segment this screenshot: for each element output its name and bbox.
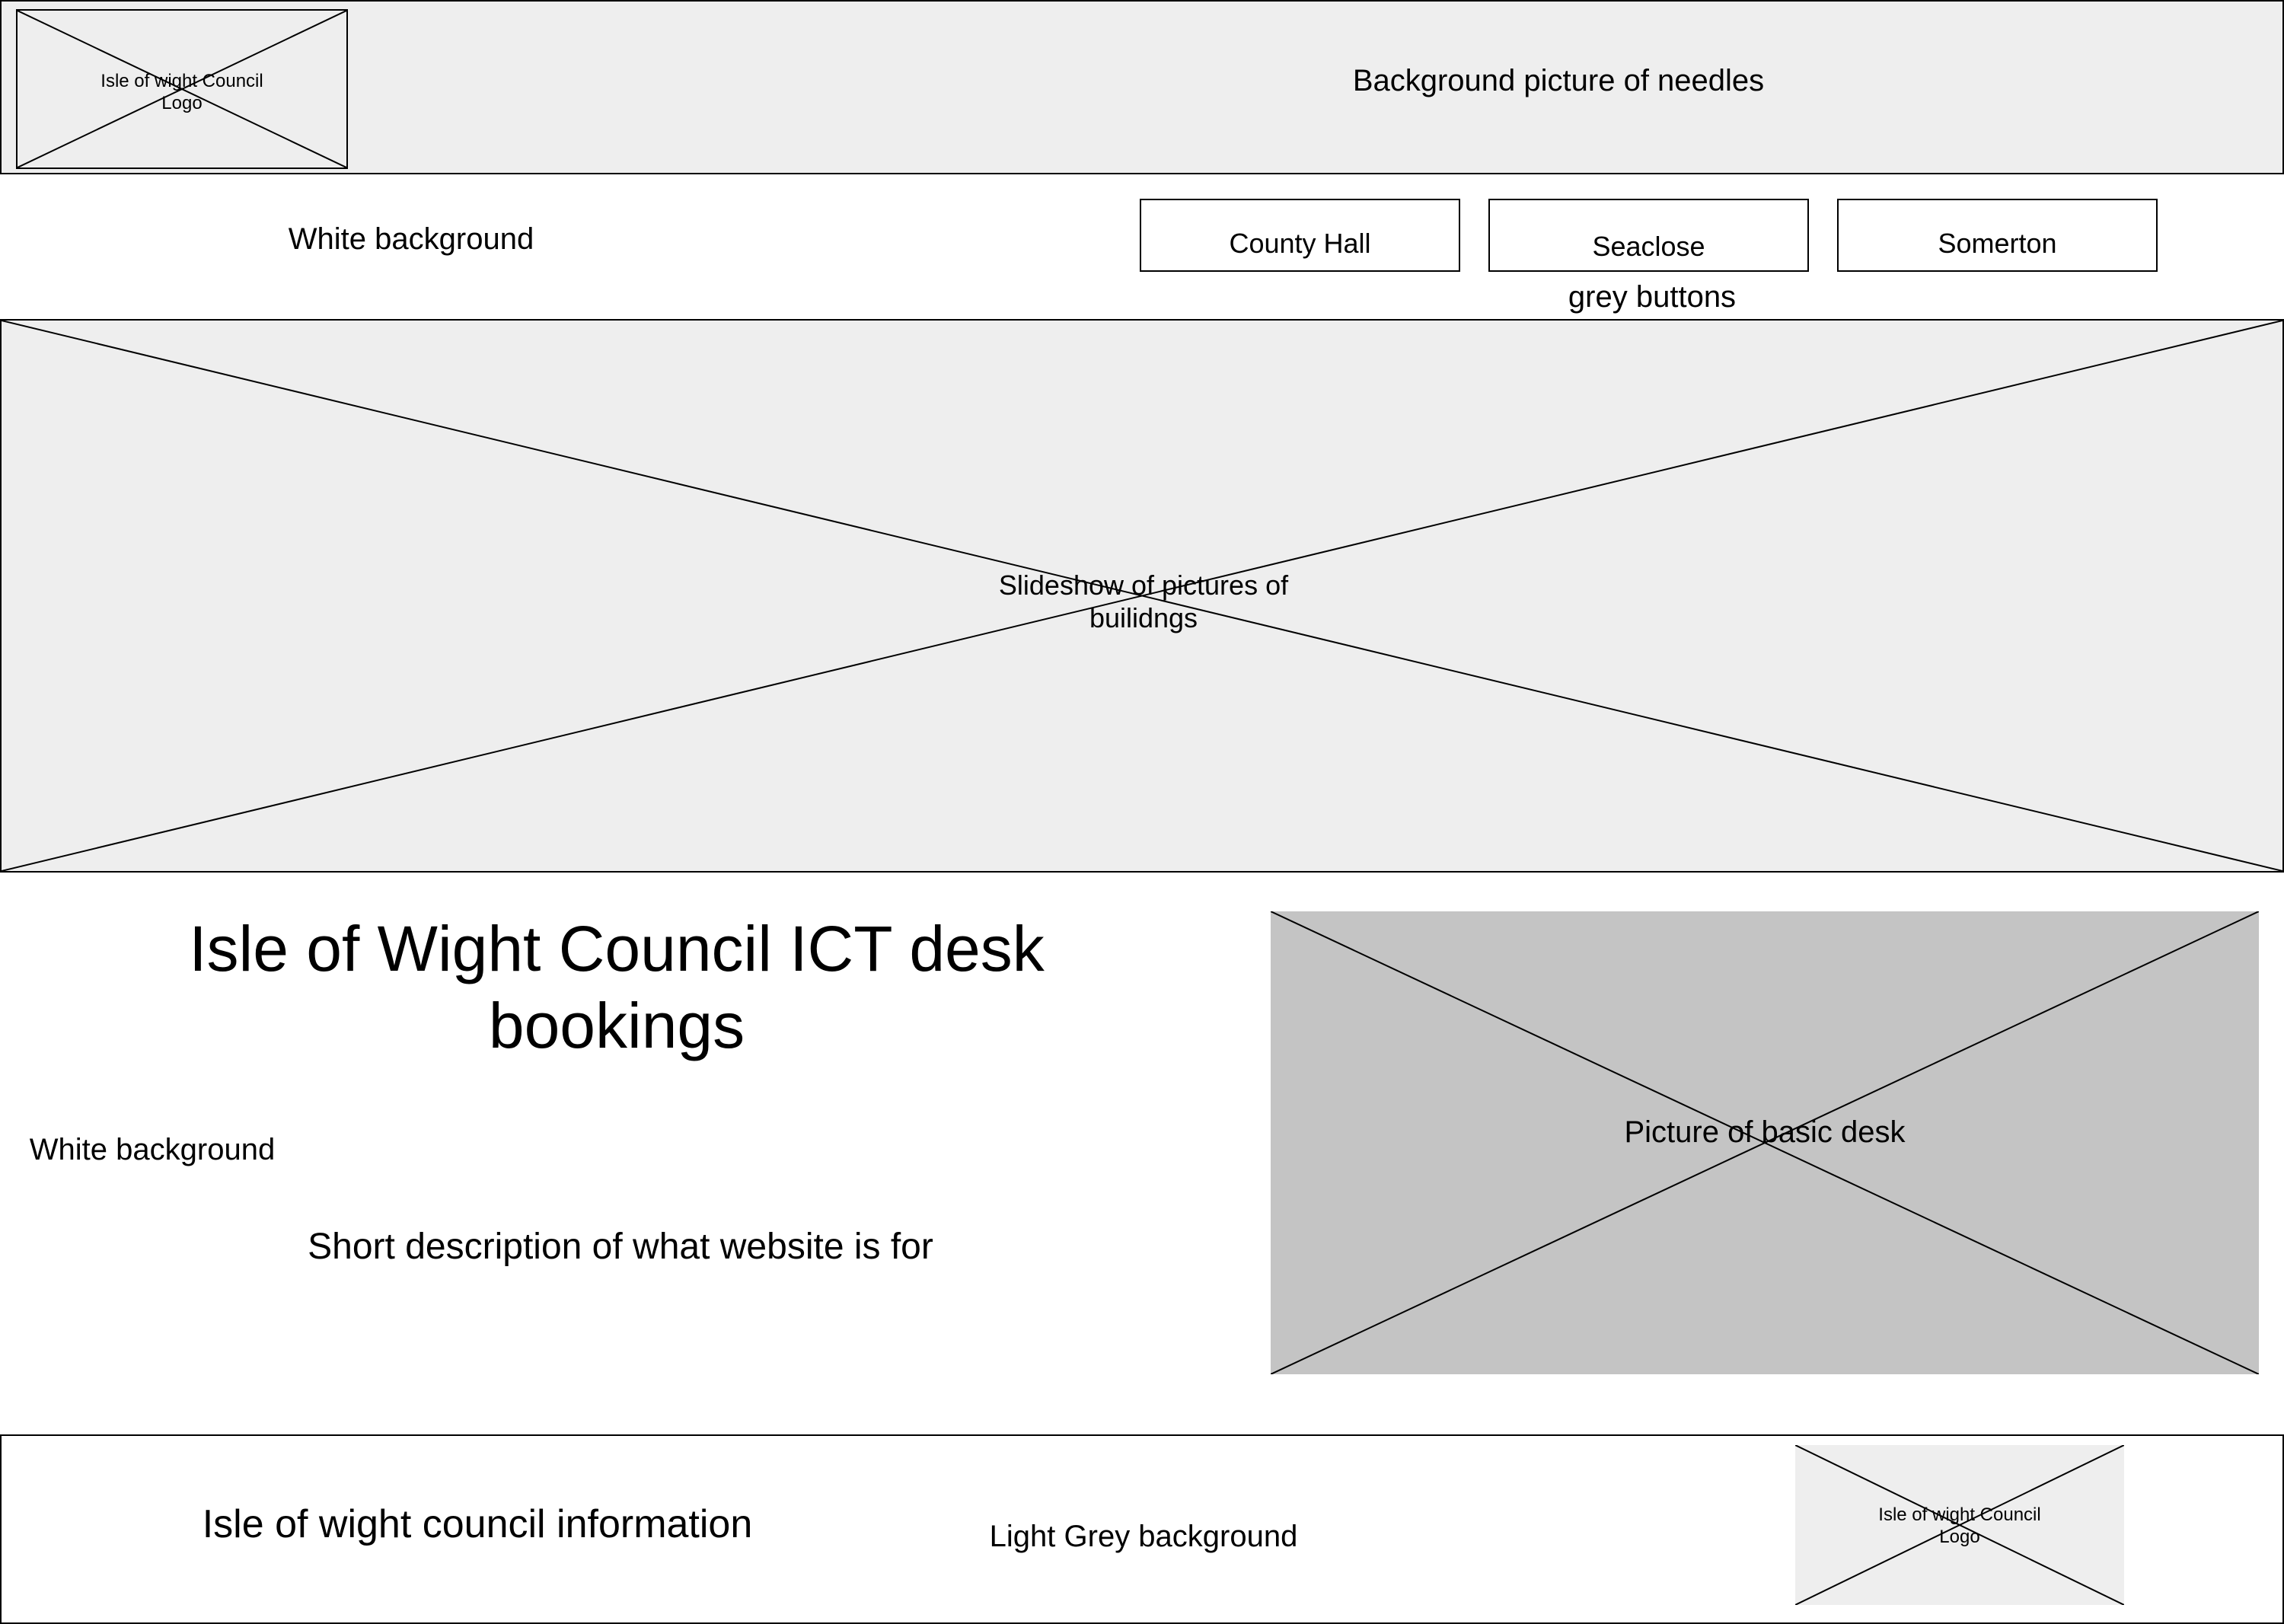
footer-background-note: Light Grey background [989, 1520, 1298, 1553]
main-background-note: White background [29, 1133, 276, 1166]
x-placeholder-icon [18, 11, 346, 168]
council-information[interactable]: Isle of wight council information [202, 1502, 753, 1546]
footer-logo-placeholder[interactable]: Isle of wight Council Logo [1795, 1445, 2124, 1605]
header-banner: Isle of wight Council Logo Background pi… [0, 0, 2284, 174]
desk-image-label: Picture of basic desk [1624, 1115, 1906, 1149]
buildings-slideshow[interactable]: Slideshow of pictures of builidngs [0, 319, 2284, 873]
county-hall-button[interactable]: County Hall [1140, 199, 1460, 272]
nav-background-note: White background [288, 222, 534, 256]
site-description: Short description of what website is for [308, 1227, 933, 1267]
x-placeholder-icon [1795, 1445, 2124, 1605]
footer-logo-label: Isle of wight Council Logo [1878, 1504, 2041, 1547]
logo-label: Isle of wight Council Logo [100, 71, 263, 113]
buttons-note: grey buttons [1568, 280, 1737, 314]
desk-image-placeholder: Picture of basic desk [1271, 911, 2259, 1374]
footer: Isle of wight council information Light … [0, 1434, 2284, 1624]
council-logo-placeholder[interactable]: Isle of wight Council Logo [16, 9, 348, 169]
header-background-note: Background picture of needles [1352, 64, 1765, 97]
x-placeholder-icon [1271, 911, 2259, 1374]
somerton-button[interactable]: Somerton [1837, 199, 2158, 272]
page-title: Isle of Wight Council ICT desk bookings [189, 913, 1045, 1061]
x-placeholder-icon [2, 321, 2282, 871]
seaclose-button[interactable]: Seaclose [1488, 199, 1809, 272]
slideshow-label: Slideshow of pictures of builidngs [998, 570, 1289, 634]
